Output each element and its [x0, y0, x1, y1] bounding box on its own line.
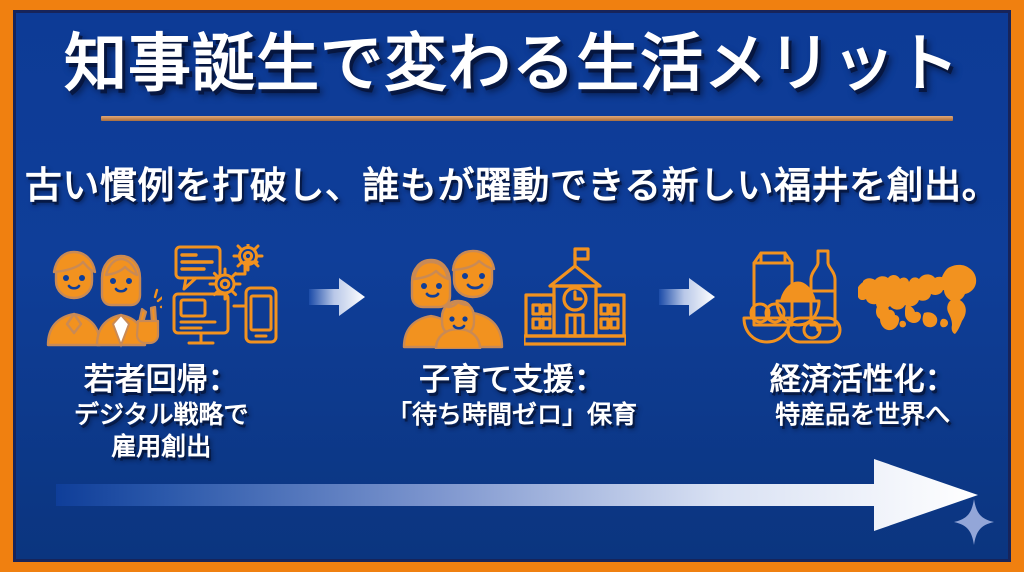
caption-heading: 若者回帰： — [83, 362, 239, 397]
title-container: 知事誕生で変わる生活メリット — [16, 31, 1008, 97]
page-title: 知事誕生で変わる生活メリット — [64, 29, 960, 99]
column-youth-return: 若者回帰： デジタル戦略で 雇用創出 — [16, 241, 307, 464]
right-arrow-icon — [308, 278, 365, 316]
column-economic-revitalization: 経済活性化： 特産品を世界へ — [717, 241, 1008, 431]
caption-youth-return: 若者回帰： デジタル戦略で 雇用創出 — [74, 361, 249, 464]
caption-line-2: 雇用創出 — [111, 433, 212, 462]
caption-line-1: 特産品を世界へ — [775, 400, 951, 429]
caption-economic-revitalization: 経済活性化： 特産品を世界へ — [770, 361, 956, 431]
title-underline-rule — [101, 116, 953, 121]
sparkle-decoration — [954, 499, 994, 545]
right-arrow-icon — [659, 278, 716, 316]
icon-row-childcare-support — [398, 241, 626, 353]
benefit-columns: 若者回帰： デジタル戦略で 雇用創出 — [16, 241, 1008, 481]
caption-heading: 経済活性化： — [769, 362, 956, 397]
caption-heading: 子育て支援： — [418, 362, 605, 397]
connector-arrow-1 — [307, 241, 367, 353]
local-specialty-foods-icon — [742, 249, 842, 344]
bottom-progress-arrow — [56, 457, 978, 533]
subtitle-container: 古い慣例を打破し、誰もが躍動できる新しい福井を創出。 — [16, 155, 1008, 209]
page-subtitle: 古い慣例を打破し、誰もが躍動できる新しい福井を創出。 — [24, 165, 1000, 206]
digital-devices-gears-icon — [172, 244, 278, 345]
caption-childcare-support: 子育て支援： 「待ち時間ゼロ」保育 — [387, 361, 637, 431]
icon-row-youth-return — [42, 241, 280, 353]
caption-line-1: 「待ち時間ゼロ」保育 — [386, 400, 637, 429]
poster-canvas: 知事誕生で変わる生活メリット 古い慣例を打破し、誰もが躍動できる新しい福井を創出… — [16, 13, 1008, 559]
connector-arrow-2 — [657, 241, 717, 353]
young-people-icon — [47, 250, 163, 348]
column-childcare-support: 子育て支援： 「待ち時間ゼロ」保育 — [367, 241, 658, 431]
world-map-icon — [857, 264, 976, 334]
long-right-arrow-icon — [56, 459, 978, 531]
peace-sign-hand-icon — [136, 305, 160, 345]
caption-line-1: デジタル戦略で — [74, 400, 249, 429]
school-building-clock-icon — [524, 247, 626, 346]
icon-row-economic-revitalization — [742, 241, 984, 353]
family-parents-baby-icon — [402, 249, 504, 349]
sparkle-star-icon — [954, 499, 994, 545]
